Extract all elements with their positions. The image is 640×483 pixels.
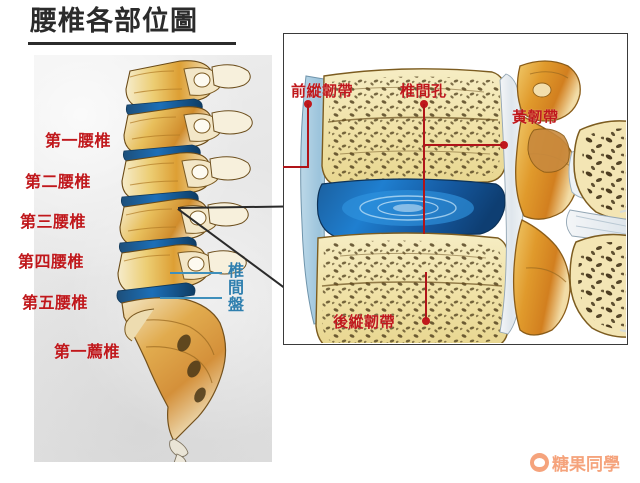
lumbar-spine-drawing (116, 60, 253, 462)
vertebra-l1 (125, 60, 251, 108)
label-intervertebral-disc: 椎間盤 (228, 261, 245, 314)
lower-spinous-process (569, 233, 627, 338)
label-s1: 第一薦椎 (54, 342, 121, 361)
posterior-elements (512, 60, 581, 336)
cross-section-panel (283, 33, 628, 345)
disc-leader-line-upper (170, 272, 222, 274)
lower-vertebral-body (315, 232, 509, 344)
coccyx (169, 438, 189, 462)
label-l5: 第五腰椎 (22, 293, 89, 312)
label-l4: 第四腰椎 (18, 252, 85, 271)
cross-section-artwork-clip (284, 34, 627, 344)
leader-posterior-longitudinal-ligament-vertical (425, 272, 427, 319)
sacrum (121, 297, 227, 442)
watermark: 糖果同學 (530, 450, 620, 475)
vertebra-l2 (123, 106, 253, 154)
dot-ligamentum-flavum (500, 141, 508, 149)
label-ligamentum-flavum: 黃韌帶 (512, 108, 559, 126)
upper-spinous-process (573, 120, 627, 221)
label-posterior-longitudinal-ligament: 後縱韌帶 (333, 313, 396, 331)
label-l3: 第三腰椎 (20, 212, 87, 231)
disc-leader-line-lower (160, 297, 222, 299)
label-anterior-longitudinal-ligament: 前縱韌帶 (291, 82, 354, 100)
intervertebral-disc-cross-section (316, 178, 506, 239)
label-l1: 第一腰椎 (45, 131, 112, 150)
title-underline (28, 42, 236, 45)
lumbar-segment-cross-section (300, 60, 627, 344)
watermark-logo-icon (530, 453, 549, 472)
page-title: 腰椎各部位圖 (30, 6, 198, 37)
leader-intervertebral-foramen-vertical (423, 104, 425, 234)
intervertebral-foramen-opening (527, 128, 570, 173)
dot-posterior-longitudinal-ligament (422, 317, 430, 325)
vertebra-l3 (121, 152, 251, 200)
lateral-spine-panel (34, 55, 272, 462)
leader-anterior-longitudinal-ligament-vertical (307, 104, 309, 168)
leader-ligamentum-flavum-horizontal (424, 144, 502, 146)
watermark-text: 糖果同學 (552, 455, 620, 475)
label-l2: 第二腰椎 (25, 172, 92, 191)
leader-anterior-longitudinal-ligament-horizontal (283, 166, 309, 168)
label-intervertebral-foramen: 椎間孔 (400, 82, 447, 100)
upper-vertebral-body (321, 68, 507, 187)
